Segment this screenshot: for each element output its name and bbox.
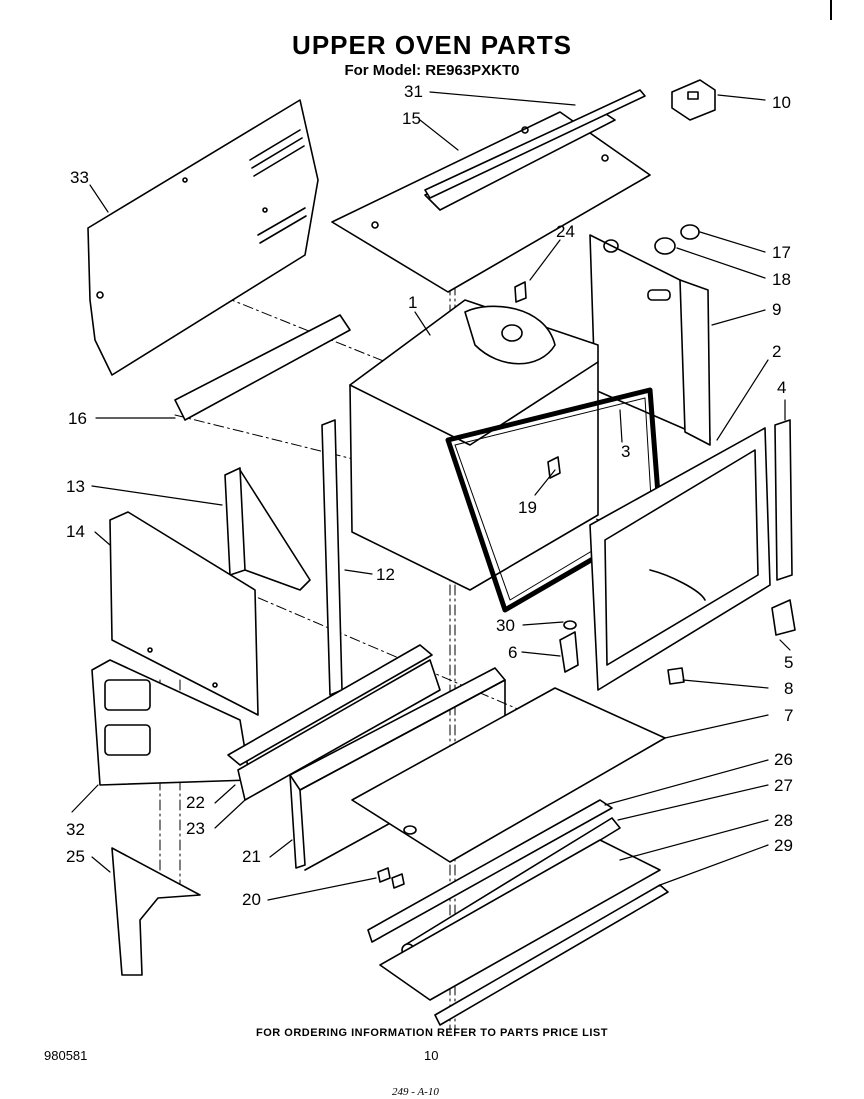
callout-leaders <box>71 91 791 901</box>
callout-19: 19 <box>518 498 537 517</box>
callout-14: 14 <box>66 522 85 541</box>
part-29-trim <box>434 884 669 1026</box>
callout-29: 29 <box>774 836 793 855</box>
page-title: UPPER OVEN PARTS <box>292 30 572 60</box>
document-code: 980581 <box>44 1048 88 1063</box>
part-33-rear-panel <box>87 99 319 376</box>
callout-labels: 31 15 10 33 17 24 18 1 9 2 4 16 3 13 19 … <box>66 82 793 909</box>
part-30-washer <box>563 620 577 630</box>
callout-27: 27 <box>774 776 793 795</box>
part-16-rail <box>174 314 351 421</box>
callout-3: 3 <box>621 442 630 461</box>
callout-17: 17 <box>772 243 791 262</box>
callout-31: 31 <box>404 82 423 101</box>
part-26-element <box>367 799 613 943</box>
part-15-top-panel <box>331 109 651 293</box>
page-number: 10 <box>424 1048 439 1063</box>
part-5-clip <box>771 599 796 636</box>
page-edge-mark <box>830 0 832 20</box>
part-2-door-frame <box>589 427 771 691</box>
callout-32: 32 <box>66 820 85 839</box>
callout-2: 2 <box>772 342 781 361</box>
part-18-lamp-bulb <box>654 237 676 255</box>
callout-16: 16 <box>68 409 87 428</box>
callout-33: 33 <box>70 168 89 187</box>
model-subtitle: For Model: RE963PXKT0 <box>344 62 520 79</box>
part-17-lamp-socket <box>680 224 700 240</box>
callout-5: 5 <box>784 653 793 672</box>
part-14-side-shield <box>109 511 259 716</box>
handwritten-note: 249 - A-10 <box>392 1086 439 1098</box>
part-20-clips <box>377 867 405 889</box>
callout-24: 24 <box>556 222 575 241</box>
part-12-vertical-post <box>321 419 343 696</box>
part-8-connector <box>667 667 685 685</box>
part-24-clip <box>514 281 527 303</box>
part-28-reflector <box>379 839 661 1001</box>
callout-9: 9 <box>772 300 781 319</box>
callout-22: 22 <box>186 793 205 812</box>
callout-4: 4 <box>777 378 786 397</box>
part-31-top-strip <box>424 89 646 199</box>
callout-26: 26 <box>774 750 793 769</box>
part-25-bracket <box>111 847 201 976</box>
part-10-bracket <box>671 79 716 121</box>
callout-8: 8 <box>784 679 793 698</box>
callout-13: 13 <box>66 477 85 496</box>
part-23-channel <box>237 659 441 801</box>
callout-18: 18 <box>772 270 791 289</box>
callout-12: 12 <box>376 565 395 584</box>
ordering-note: FOR ORDERING INFORMATION REFER TO PARTS … <box>256 1027 608 1039</box>
callout-21: 21 <box>242 847 261 866</box>
callout-20: 20 <box>242 890 261 909</box>
part-19-clip <box>547 456 561 479</box>
callout-7: 7 <box>784 706 793 725</box>
callout-25: 25 <box>66 847 85 866</box>
part-9-side-panel <box>589 234 711 446</box>
callout-6: 6 <box>508 643 517 662</box>
part-7-lower-tray <box>351 687 666 863</box>
part-1-oven-liner <box>349 299 599 591</box>
callout-15: 15 <box>402 109 421 128</box>
callout-28: 28 <box>774 811 793 830</box>
callout-1: 1 <box>408 293 417 312</box>
part-13-bracket <box>224 467 311 591</box>
part-6-bracket <box>559 631 579 673</box>
part-22-channel <box>227 644 433 766</box>
callout-30: 30 <box>496 616 515 635</box>
callout-10: 10 <box>772 93 791 112</box>
callout-23: 23 <box>186 819 205 838</box>
part-4-strip <box>774 419 793 581</box>
